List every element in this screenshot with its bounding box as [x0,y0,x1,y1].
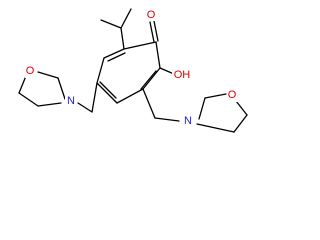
atom-labels: O OH O N O N [25,8,238,128]
bond-right-morph-e [196,123,235,133]
carbonyl-oxygen-label: O [147,9,156,21]
bond-isopropyl-methyl-1 [100,19,122,29]
right-morpholine-nitrogen-label: N [184,115,192,127]
bond-c4-c5 [96,82,118,104]
bond-ch2-n-right [154,117,180,122]
bond-c4-c5-double [99,81,117,99]
bond-c2-oh [159,67,175,75]
bond-left-morph-a [57,77,66,100]
bond-isopropyl-methyl-2 [120,8,132,29]
bond-c3-ch2 [142,88,156,119]
bond-c5-ch2 [91,82,98,113]
bond-right-morph-a [198,97,206,120]
bond-c5-c6 [96,57,105,84]
bond-right-morph-d [233,114,248,133]
bond-c2-c3 [142,67,161,90]
chemical-structure-diagram: O OH O N O N [18,8,248,133]
bond-c6-c7-double [107,52,126,62]
bond-carbonyl-1 [149,21,155,43]
left-morpholine-nitrogen-label: N [67,95,75,107]
bond-left-morph-d [18,92,39,107]
bond-c7-c1 [123,41,157,50]
bond-left-morph-e [37,102,62,107]
bond-c3-c4 [116,88,144,104]
bond-c6-c7 [103,48,125,59]
bond-right-morph-b [204,93,227,99]
bond-lines [18,8,248,133]
bond-c1-c2 [155,41,161,69]
bond-left-morph-b [37,71,59,79]
bond-c3-c3-double [140,70,157,90]
bond-left-morph-c [18,75,27,94]
left-morpholine-oxygen-label: O [26,65,35,77]
right-morpholine-oxygen-label: O [228,89,237,101]
bond-right-morph-c [235,100,248,116]
bond-isopropyl-stem [120,27,125,50]
bond-carbonyl-2 [153,20,159,42]
bond-ch2-n-left [77,102,93,113]
hydroxyl-label: OH [174,69,191,81]
